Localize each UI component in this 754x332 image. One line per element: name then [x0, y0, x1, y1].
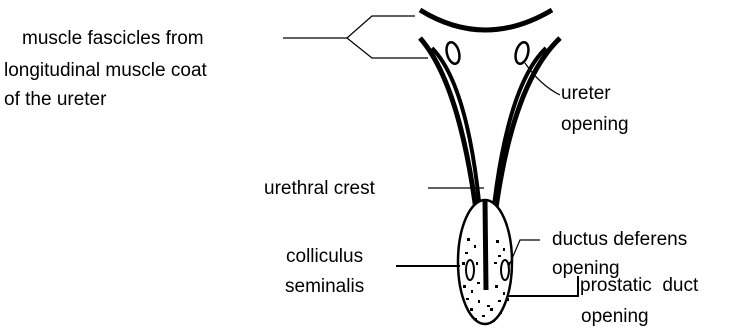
left-ductus-opening [466, 260, 474, 280]
label-ductus-deferens: ductus deferens opening [552, 229, 692, 279]
fascicles-leader-lower [347, 38, 428, 58]
urethral-crest-line [485, 200, 486, 290]
label-fascicles: muscle fascicles from longitudinal muscl… [4, 28, 212, 110]
left-ureter-opening [444, 41, 461, 65]
label-colliculus: colliculus seminalis [285, 246, 368, 297]
label-urethral-crest: urethral crest [264, 178, 376, 199]
label-ureter-opening: ureter opening [561, 83, 629, 135]
prostatic-duct-leader [508, 276, 578, 296]
right-ureter-opening [513, 41, 530, 65]
right-ductus-opening [501, 260, 509, 280]
bladder-arc-top [420, 10, 552, 30]
fascicles-leader [283, 16, 415, 38]
